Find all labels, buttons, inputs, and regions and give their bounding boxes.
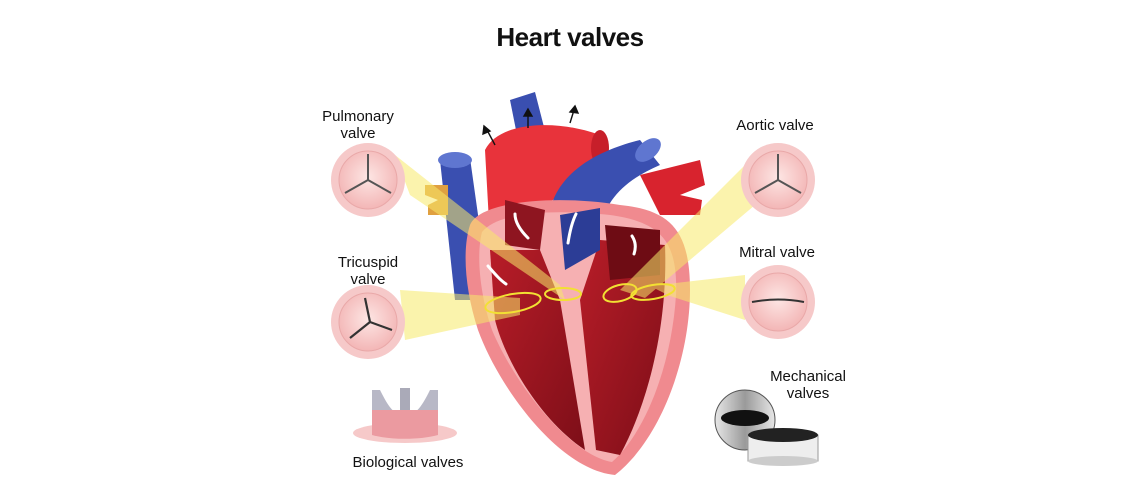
biological-valve-image bbox=[353, 388, 457, 443]
valve-rings bbox=[484, 283, 676, 315]
mitral-valve-label: Mitral valve bbox=[739, 244, 815, 261]
tricuspid-valve-label: Tricuspid valve bbox=[328, 254, 408, 288]
mechanical-label-line1: Mechanical bbox=[770, 368, 846, 385]
pulmonary-valve-label: Pulmonary valve bbox=[318, 108, 398, 142]
flow-arrows bbox=[482, 104, 580, 146]
mechanical-valves-image bbox=[714, 389, 819, 466]
pulmonary-valve-image bbox=[331, 143, 405, 217]
pulmonary-label-line2: valve bbox=[340, 125, 376, 142]
aortic-valve-label: Aortic valve bbox=[736, 117, 814, 134]
mitral-valve-image bbox=[741, 265, 815, 339]
tricuspid-valve-image bbox=[331, 285, 405, 359]
aortic-valve-image bbox=[741, 143, 815, 217]
mechanical-valves-label: Mechanical valves bbox=[758, 368, 858, 402]
biological-valves-label: Biological valves bbox=[352, 454, 464, 471]
diagram-title: Heart valves bbox=[496, 22, 644, 52]
tricuspid-label-line2: valve bbox=[350, 271, 386, 288]
mechanical-label-line2: valves bbox=[786, 385, 830, 402]
pulmonary-label-line1: Pulmonary bbox=[322, 108, 394, 125]
tricuspid-label-line1: Tricuspid bbox=[337, 254, 399, 271]
